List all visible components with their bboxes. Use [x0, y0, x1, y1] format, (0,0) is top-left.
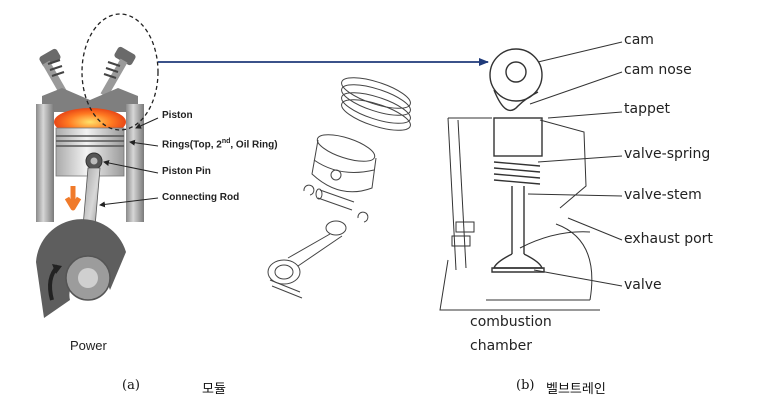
caption-a-text: 모듈: [202, 382, 226, 397]
valvetrain-sketch: [439, 41, 623, 311]
label-chamber: chamber: [470, 338, 533, 354]
label-connecting-rod: Connecting Rod: [162, 192, 240, 203]
power-arrow-icon: [64, 186, 82, 211]
caption-b-marker: (b): [516, 378, 535, 393]
label-cam-nose: cam nose: [624, 62, 692, 78]
cylinder-wall-right: [126, 104, 144, 222]
label-cam: cam: [624, 32, 654, 48]
exploded-assembly: [267, 77, 411, 299]
label-rings-prefix: Rings(Top, 2: [162, 139, 222, 151]
label-valve-spring: valve-spring: [624, 146, 711, 162]
tappet-block: [493, 117, 543, 157]
label-valve-stem: valve-stem: [624, 187, 702, 203]
caption-a-marker: (a): [122, 378, 140, 393]
label-power: Power: [70, 338, 107, 353]
caption-b-text: 벨브트레인: [546, 382, 606, 397]
exhaust-valve: [100, 46, 136, 98]
engine-cutaway: [36, 13, 159, 318]
cylinder-wall-left: [36, 104, 54, 222]
label-rings: Rings(Top, 2nd, Oil Ring): [162, 138, 278, 150]
label-piston-pin: Piston Pin: [162, 166, 211, 177]
highlight-ellipse: [81, 13, 159, 131]
cam-icon: [489, 48, 543, 102]
label-tappet: tappet: [624, 101, 670, 117]
label-piston: Piston: [162, 110, 193, 121]
crankshaft: [36, 219, 126, 318]
label-combustion: combustion: [470, 314, 552, 330]
label-valve: valve: [624, 277, 662, 293]
label-rings-suffix: , Oil Ring): [230, 139, 278, 151]
label-rings-sup: nd: [221, 138, 231, 145]
label-exhaust-port: exhaust port: [624, 231, 713, 247]
